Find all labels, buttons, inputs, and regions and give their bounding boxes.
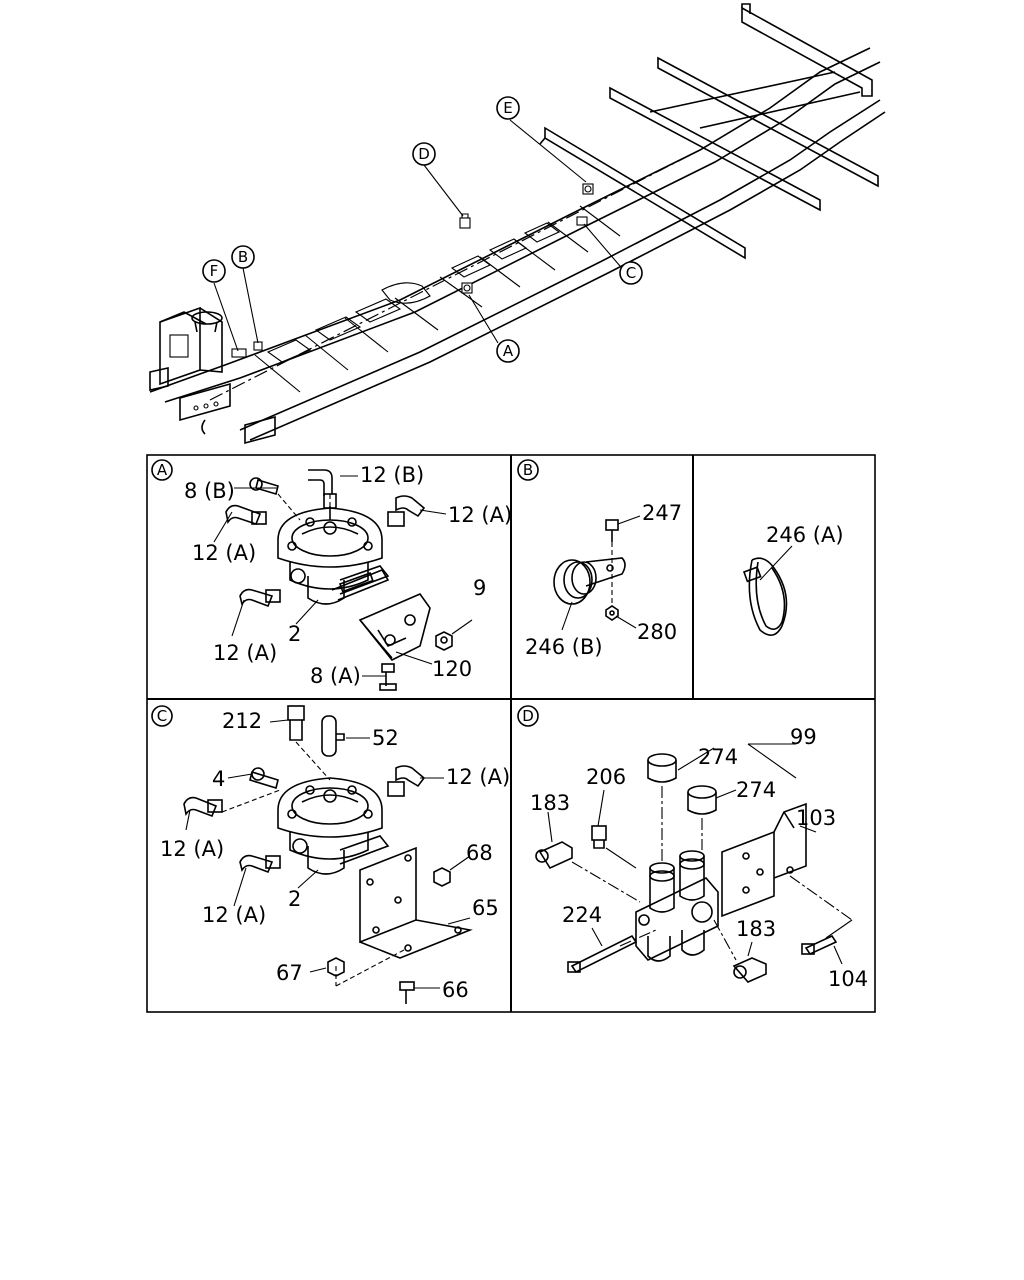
label-66: 66: [442, 978, 469, 1002]
label-224: 224: [562, 903, 602, 927]
panel-c-letter: C: [157, 707, 167, 725]
label-206: 206: [586, 765, 626, 789]
label-12a-bottom-c: 12 (A): [202, 903, 266, 927]
panel-a-letter: A: [157, 461, 168, 479]
label-103: 103: [796, 806, 836, 830]
callout-d: D: [418, 145, 430, 163]
label-52: 52: [372, 726, 399, 750]
label-9: 9: [473, 576, 486, 600]
label-2: 2: [288, 622, 301, 646]
label-246a: 246 (A): [766, 523, 844, 547]
label-12a-right: 12 (A): [448, 503, 512, 527]
detail-panels-grid: [146, 454, 876, 1013]
label-274-bottom: 274: [736, 778, 776, 802]
label-212: 212: [222, 709, 262, 733]
callout-b: B: [238, 248, 248, 266]
label-183-left: 183: [530, 791, 570, 815]
label-99: 99: [790, 725, 817, 749]
panel-c: C: [151, 705, 510, 1004]
label-12b: 12 (B): [360, 463, 424, 487]
label-12a-left: 12 (A): [192, 541, 256, 565]
label-12a-left-c: 12 (A): [160, 837, 224, 861]
callout-e: E: [503, 99, 512, 117]
label-65: 65: [472, 896, 499, 920]
label-183-right: 183: [736, 917, 776, 941]
label-67: 67: [276, 961, 303, 985]
label-8a: 8 (A): [310, 664, 361, 688]
label-280: 280: [637, 620, 677, 644]
label-246b: 246 (B): [525, 635, 603, 659]
callout-a: A: [503, 342, 514, 360]
panel-d: D: [517, 705, 868, 991]
label-120: 120: [432, 657, 472, 681]
label-274-top: 274: [698, 745, 738, 769]
label-4: 4: [212, 767, 225, 791]
panel-cable-tie: 246 (A): [742, 523, 844, 636]
label-104: 104: [828, 967, 868, 991]
label-12a-bottom: 12 (A): [213, 641, 277, 665]
chassis-frame-illustration: D E C A B F: [149, 3, 886, 445]
label-68: 68: [466, 841, 493, 865]
label-12a-right-c: 12 (A): [446, 765, 510, 789]
callout-c: C: [626, 264, 636, 282]
callout-f: F: [210, 262, 219, 280]
label-247: 247: [642, 501, 682, 525]
panel-b: B 247 246 (B) 280: [517, 459, 682, 659]
panel-a: A: [151, 459, 512, 691]
panel-b-letter: B: [523, 461, 533, 479]
label-8b: 8 (B): [184, 479, 235, 503]
label-2-c: 2: [288, 887, 301, 911]
panel-d-letter: D: [522, 707, 534, 725]
